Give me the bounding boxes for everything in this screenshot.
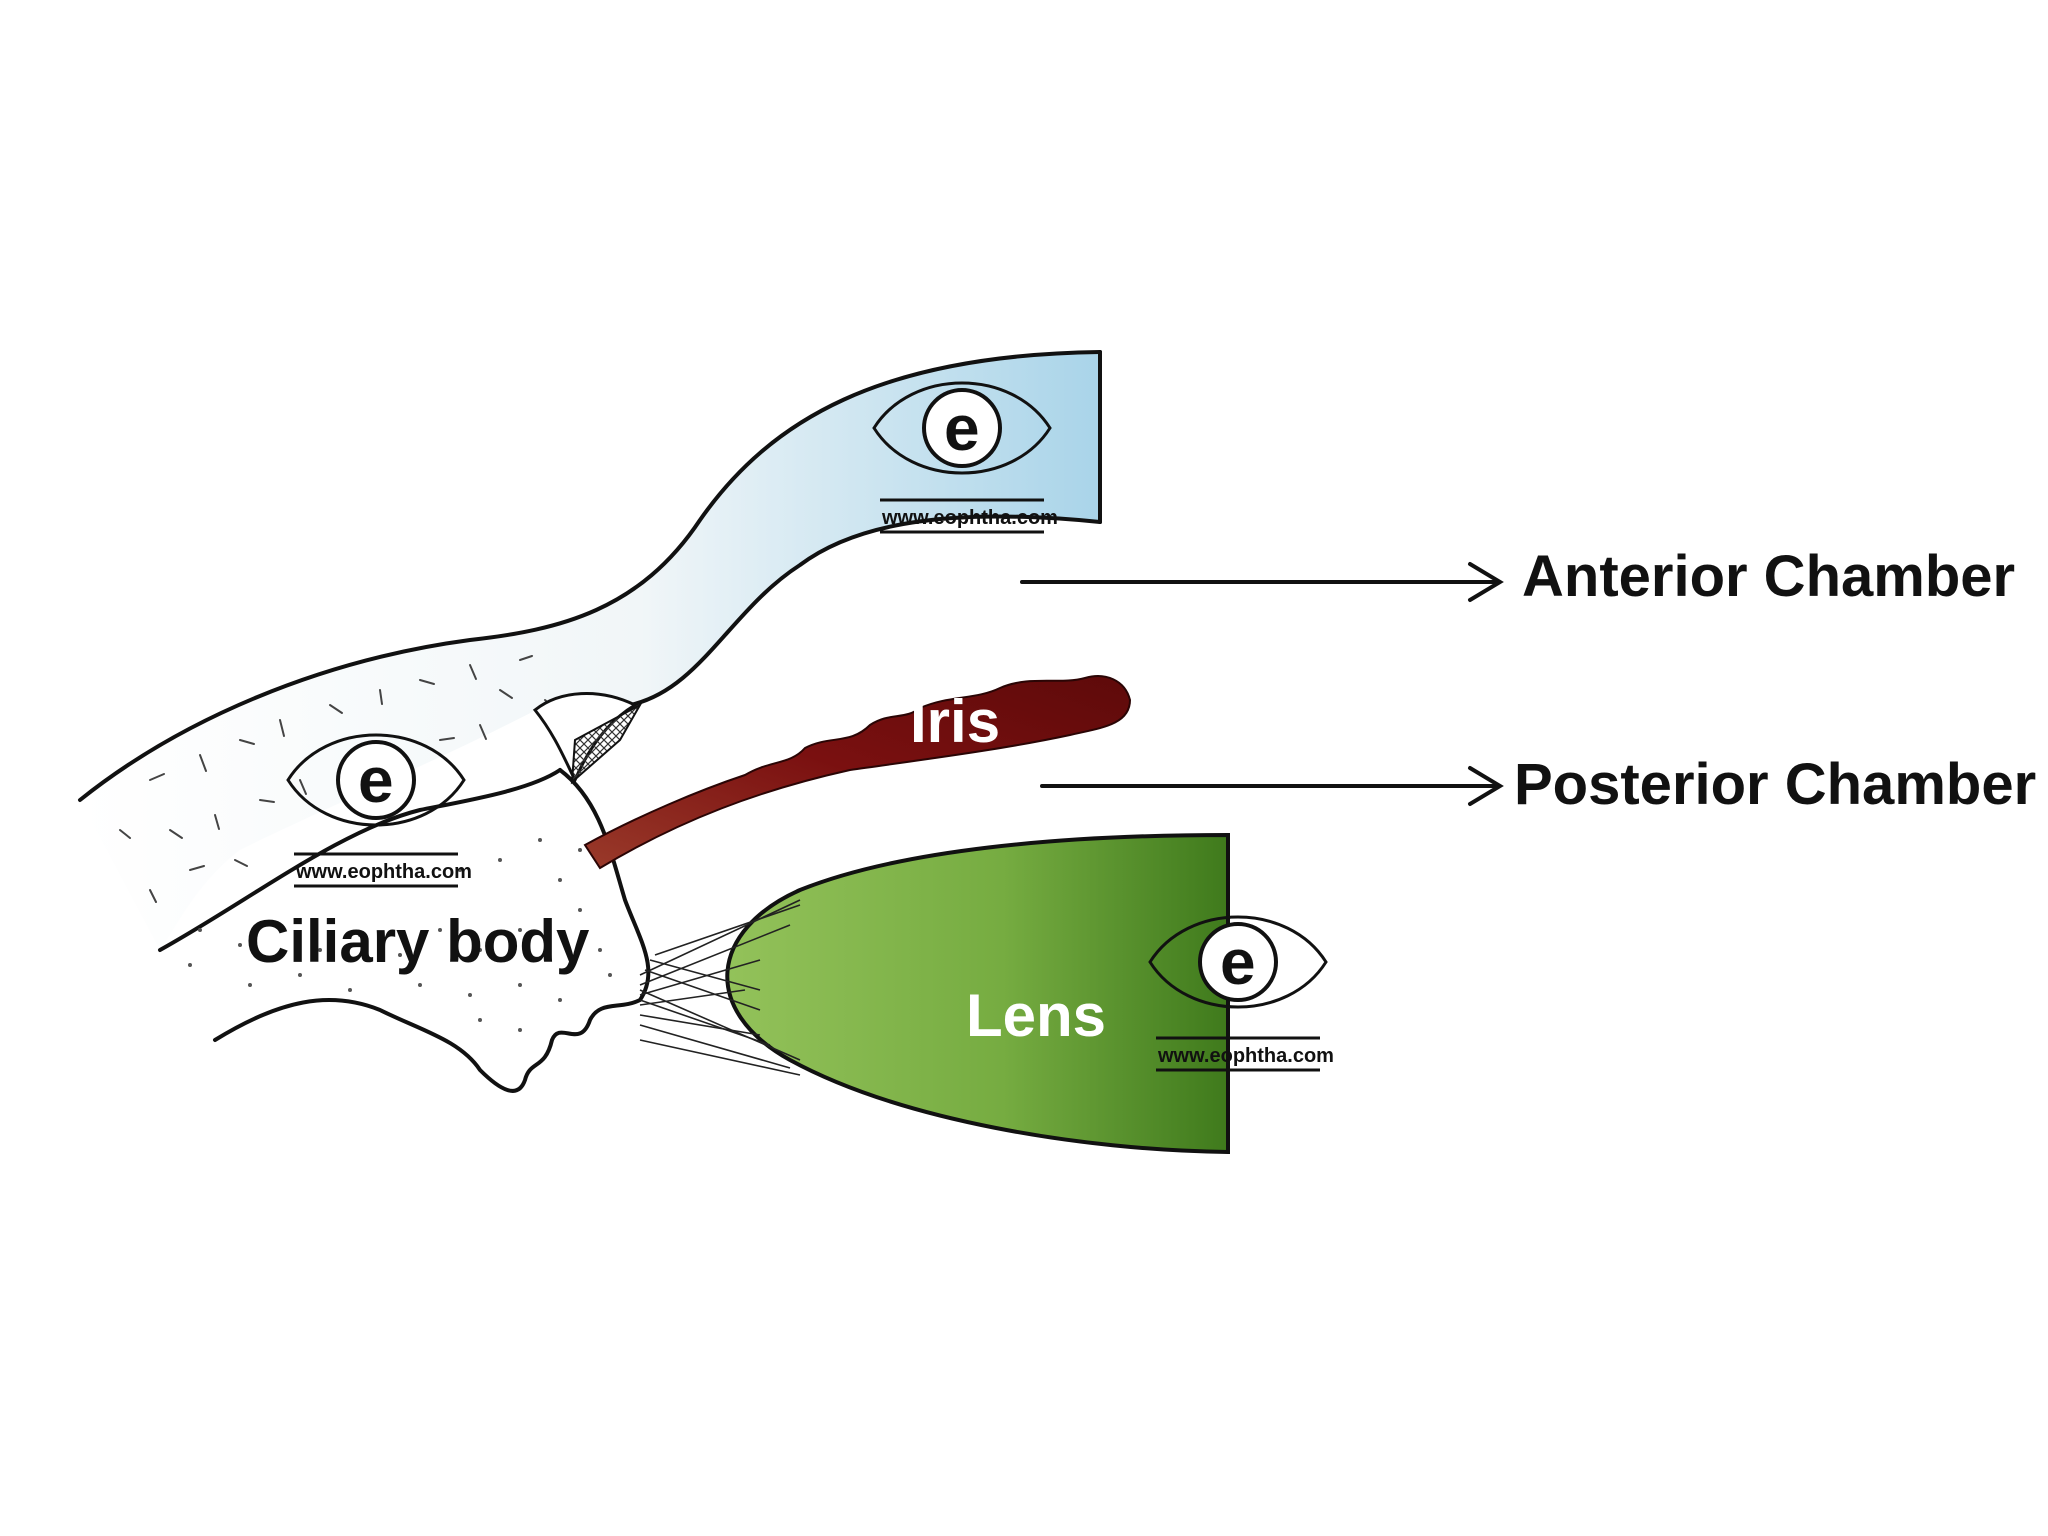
watermark-letter: e	[358, 744, 394, 816]
label-anterior-chamber: Anterior Chamber	[1522, 544, 2015, 609]
watermark-lens: e www.eophtha.com	[1148, 915, 1334, 1072]
trabecular-meshwork	[532, 692, 643, 785]
watermark-cornea: e www.eophtha.com	[872, 381, 1058, 534]
lens	[725, 832, 1230, 1155]
watermark-letter: e	[1220, 926, 1256, 998]
iris	[583, 675, 1132, 870]
ciliary-body	[158, 768, 651, 1093]
label-iris: Iris	[910, 688, 1000, 755]
watermark-letter: e	[944, 392, 980, 464]
label-posterior-chamber: Posterior Chamber	[1514, 752, 2036, 817]
posterior-chamber-pointer	[1040, 766, 1504, 806]
cornea-sclera	[78, 350, 1102, 950]
watermark-sclera: e www.eophtha.com	[286, 733, 472, 888]
watermark-url: www.eophtha.com	[295, 861, 472, 883]
watermark-url: www.eophtha.com	[881, 507, 1058, 529]
label-ciliary-body: Ciliary body	[246, 908, 590, 975]
ciliary-body-texture	[188, 838, 612, 1032]
watermark-url: www.eophtha.com	[1157, 1045, 1334, 1067]
zonular-fibers	[639, 899, 801, 1076]
anterior-chamber-pointer	[1020, 562, 1504, 602]
label-lens: Lens	[966, 982, 1106, 1049]
